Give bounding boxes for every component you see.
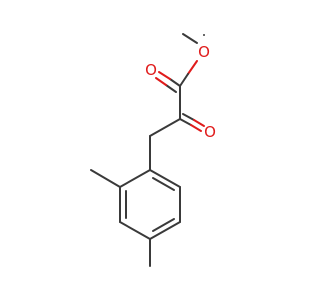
bond-c2-o-double-a-red [190,124,202,132]
molecule-structure-diagram: O O O [90,33,216,267]
atom-o-carbonyl-label: O [145,61,157,79]
bond-o-ester-to-c1-red [187,60,198,75]
bond-c2-o-double-a [179,118,192,126]
bond-c2-o-double-b-red [193,119,205,127]
ring-inner-double-1 [152,177,175,191]
bond-c2-o-double-b [182,113,195,121]
ring-inner-double-2 [152,218,175,232]
ring-bond-1 [149,169,181,188]
bond-ring-methyl-ortho [90,169,121,188]
bond-c1-o-double-a-red [158,71,171,80]
bond-o-ester-to-c1 [179,73,189,87]
ring-bond-4 [119,221,151,240]
bond-methyl-ester [182,33,198,44]
atom-o-ketone-label: O [204,123,216,141]
structure-canvas: O O O [90,33,216,267]
bond-c2-ch2 [149,118,181,137]
ring-bond-3 [149,221,181,240]
bond-c1-o-double-a [169,78,181,87]
atom-o-ester-label: O [198,43,210,61]
bond-c1-o-double-b-red [155,77,167,86]
bond-c1-o-double-b [165,84,177,93]
ring-bond-6 [119,169,151,188]
